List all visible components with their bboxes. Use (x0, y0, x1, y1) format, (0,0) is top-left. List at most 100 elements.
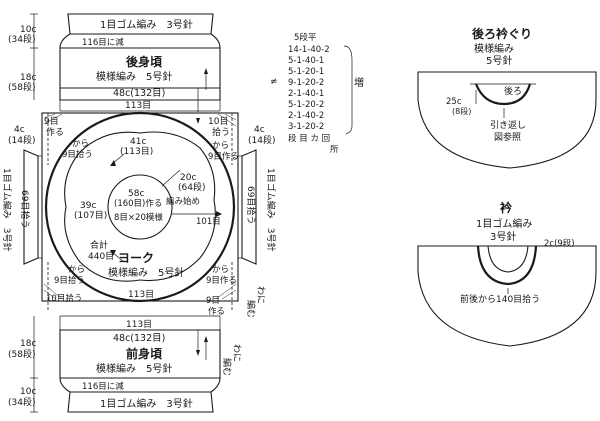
back-neck-outline (417, 71, 597, 169)
yoke-total: 合計 (90, 239, 108, 251)
collar-needle: 3号針 (490, 230, 516, 243)
arrow-down-icon (196, 118, 200, 124)
yoke-inner-pattern: 8目×20模様 (114, 212, 163, 223)
arrow-up-icon (204, 336, 208, 342)
arrow-up-icon (204, 68, 208, 74)
back-body-outline (59, 33, 221, 101)
right-sleeve-pick: 69目拾う (245, 186, 257, 224)
front-rib-height: 10c (20, 387, 36, 397)
yoke-right-rows: (64段) (178, 181, 205, 193)
back-body-piece: 1目ゴム編み 3号針 116目に減 後身頃 模様編み 5号針 48c(132目)… (8, 13, 221, 124)
table-footer-2: 所 (330, 144, 339, 155)
pattern-mark-icon: ≠ (270, 77, 278, 87)
right-sleeve-band: 4c (14段) 69目拾う 1目ゴム編み 3号針 わに 編む (238, 125, 277, 318)
yoke-total-sts: 440目 (88, 251, 114, 262)
back-neck-curve (474, 83, 532, 106)
bl-from: から (68, 265, 85, 275)
yoke-outer-sts: (113目) (120, 146, 153, 157)
yoke-mid-ring (64, 131, 216, 282)
arrow-icon (110, 250, 116, 256)
table-row-7: 3-1-20-2 (288, 122, 324, 132)
back-width-label: 48c(132目) (113, 88, 165, 99)
left-sleeve-pick: 69目拾う (19, 190, 31, 228)
back-ribbing-label: 1目ゴム編み 3号針 (100, 18, 193, 31)
front-body-rows: (58段) (8, 348, 35, 360)
back-neck-depth: 25c (446, 97, 462, 107)
table-row-1: 5-1-40-1 (288, 56, 324, 66)
back-rib-height: 10c (20, 25, 36, 35)
front-ribbing-band (67, 391, 214, 413)
table-footer: 段 目 カ 回 (288, 133, 330, 144)
collar-outline (417, 245, 597, 347)
front-body-height: 18c (20, 339, 36, 349)
table-heading: 5段平 (294, 32, 317, 43)
back-neck-pattern: 模様編み (474, 42, 514, 55)
back-body-height: 18c (20, 73, 36, 83)
front-pattern-label: 模様編み 5号針 (96, 362, 172, 375)
front-title: 前身頃 (126, 346, 163, 361)
collar-piece: 衿 1目ゴム編み 3号針 2c(9段) 前後から140目拾う (417, 200, 597, 347)
yoke-piece: 41c (113目) 39c (107目) 20c (64段) 58c (160… (41, 111, 239, 303)
yoke-inner-circle (107, 174, 173, 240)
yoke-inner-sts: (160目)作る (114, 198, 162, 209)
front-count-113: 113目 (126, 319, 152, 330)
br-nine: 9目 (206, 296, 220, 306)
tr-nine-make: 9目作る (208, 151, 239, 162)
right-sleeve-rib: 1目ゴム編み 3号針 (265, 168, 277, 251)
right-sleeve-w: 4c (254, 125, 265, 135)
tr-pick: 拾う (212, 126, 230, 138)
bl-nine-pick: 9目拾う (54, 275, 85, 286)
yoke-left-sts: (107目) (74, 210, 107, 221)
right-sleeve-wa-1: わに (255, 286, 266, 304)
front-wa-2: 編む (221, 358, 233, 376)
arrow-down-icon (196, 350, 200, 356)
yoke-corner-hatching (43, 113, 237, 300)
back-decrease-label: 116目に減 (82, 37, 124, 48)
front-ribbing-label: 1目ゴム編み 3号針 (100, 397, 193, 410)
front-body-piece: 113目 48c(132目) 前身頃 模様編み 5号針 116目に減 1目ゴム編… (8, 315, 242, 413)
left-sleeve-rib: 1目ゴム編み 3号針 (1, 168, 13, 251)
back-body-rows: (58段) (8, 81, 35, 93)
table-increase: 増 (354, 76, 364, 89)
yoke-start: 編み始め (166, 196, 200, 207)
table-row-0: 14-1-40-2 (288, 45, 330, 55)
back-neck-note-1: 引き返し (490, 119, 526, 131)
right-sleeve-wa-2: 編む (245, 300, 257, 318)
back-pattern-label: 模様編み 5号針 (96, 70, 172, 83)
back-count-113: 113目 (125, 100, 151, 111)
br-nine-make: 9目作る (206, 275, 237, 286)
yoke-right: 20c (180, 173, 196, 183)
tl-from: から (72, 139, 89, 149)
tl-make: 作る (46, 126, 64, 138)
increase-table: 5段平 14-1-40-2 5-1-40-1 5-1-20-1 9-1-20-2… (270, 32, 364, 155)
yoke-outer-circle (44, 111, 236, 303)
yoke-bottom-113: 113目 (128, 289, 154, 300)
left-sleeve-band: 4c (14段) 69目拾う 1目ゴム編み 3号針 (1, 125, 42, 265)
arrow-icon (110, 160, 116, 166)
table-row-3: 9-1-20-2 (288, 78, 324, 88)
arrow-right-icon (216, 211, 222, 217)
table-bracket (343, 45, 353, 135)
table-row-6: 2-1-40-2 (288, 111, 324, 121)
collar-ribbing: 1目ゴム編み (476, 217, 532, 230)
front-wa-1: わに (231, 344, 242, 362)
back-rib-rows: (34段) (8, 33, 35, 45)
table-row-5: 5-1-20-2 (288, 100, 324, 110)
front-rib-rows: (34段) (8, 396, 35, 408)
yoke-outer: 41c (130, 137, 146, 147)
bl-ten-pick: 10目拾う (46, 293, 82, 304)
back-neck-needle: 5号針 (486, 54, 512, 67)
back-neck-label: 後ろ (504, 85, 522, 97)
table-row-2: 5-1-20-1 (288, 67, 324, 77)
back-neck-title: 後ろ衿ぐり (472, 26, 532, 41)
collar-outer-curve (476, 245, 538, 286)
back-title: 後身頃 (126, 54, 163, 69)
left-sleeve-w: 4c (14, 125, 25, 135)
yoke-pattern: 模様編み 5号針 (108, 266, 184, 279)
yoke-inner: 58c (128, 189, 144, 199)
yoke-title: ヨーク (118, 251, 154, 265)
table-row-4: 2-1-40-1 (288, 89, 324, 99)
collar-title: 衿 (500, 200, 512, 215)
collar-pickup: 前後から140目拾う (460, 293, 540, 305)
